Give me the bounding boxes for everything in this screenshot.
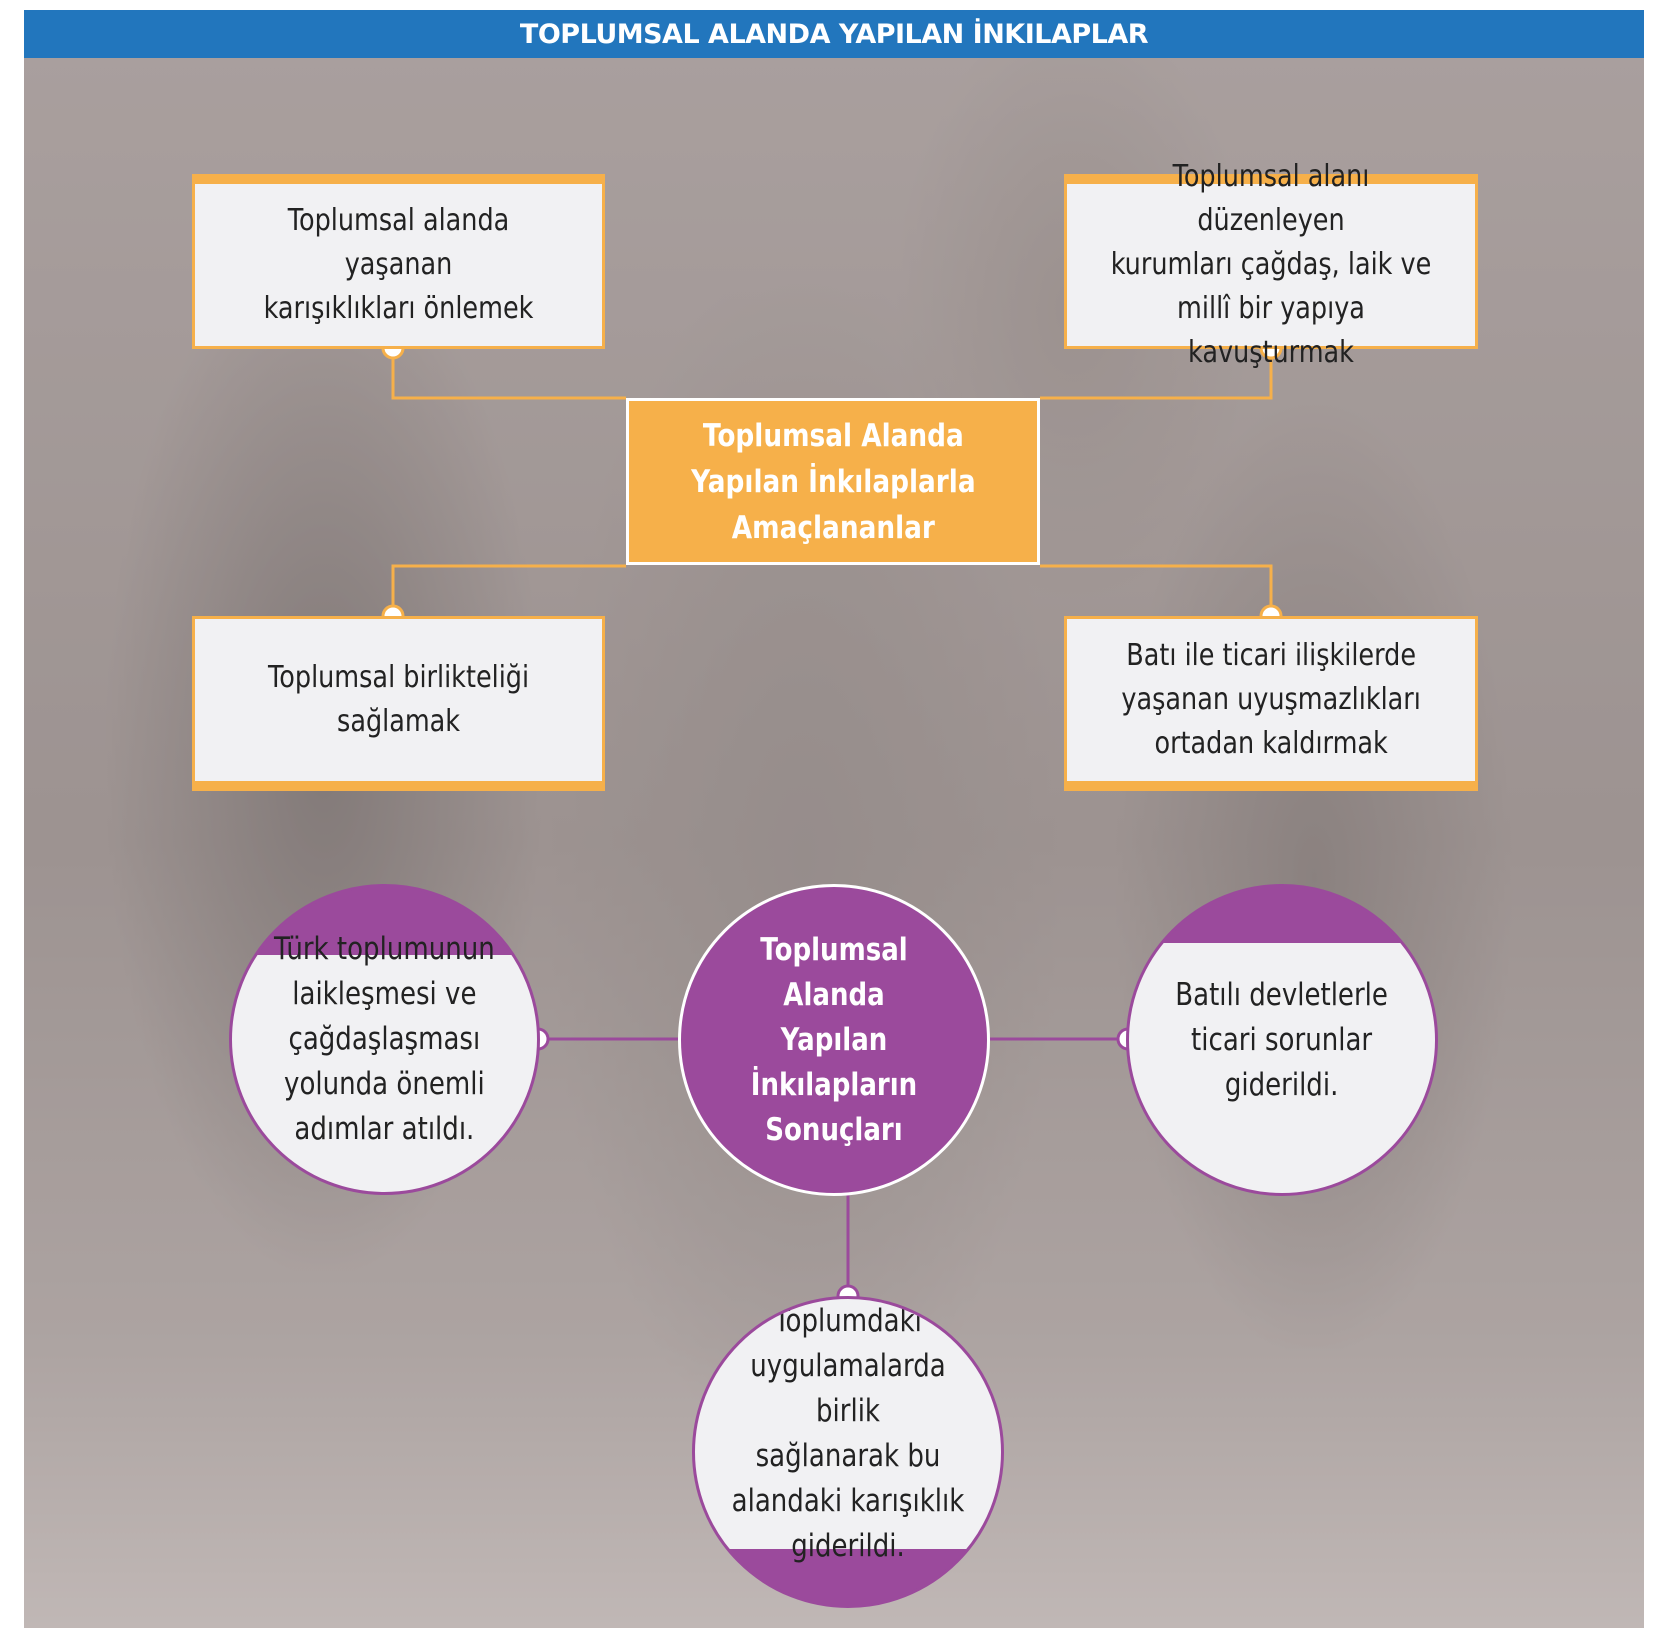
connector-top-right <box>1040 348 1273 400</box>
connector-top-left <box>391 348 626 400</box>
connector-bottom-left <box>391 564 626 616</box>
page-title: TOPLUMSAL ALANDA YAPILAN İNKILAPLAR <box>519 18 1149 50</box>
header-bar: TOPLUMSAL ALANDA YAPILAN İNKILAPLAR <box>24 10 1644 58</box>
connector-bottom-right <box>1040 564 1273 616</box>
